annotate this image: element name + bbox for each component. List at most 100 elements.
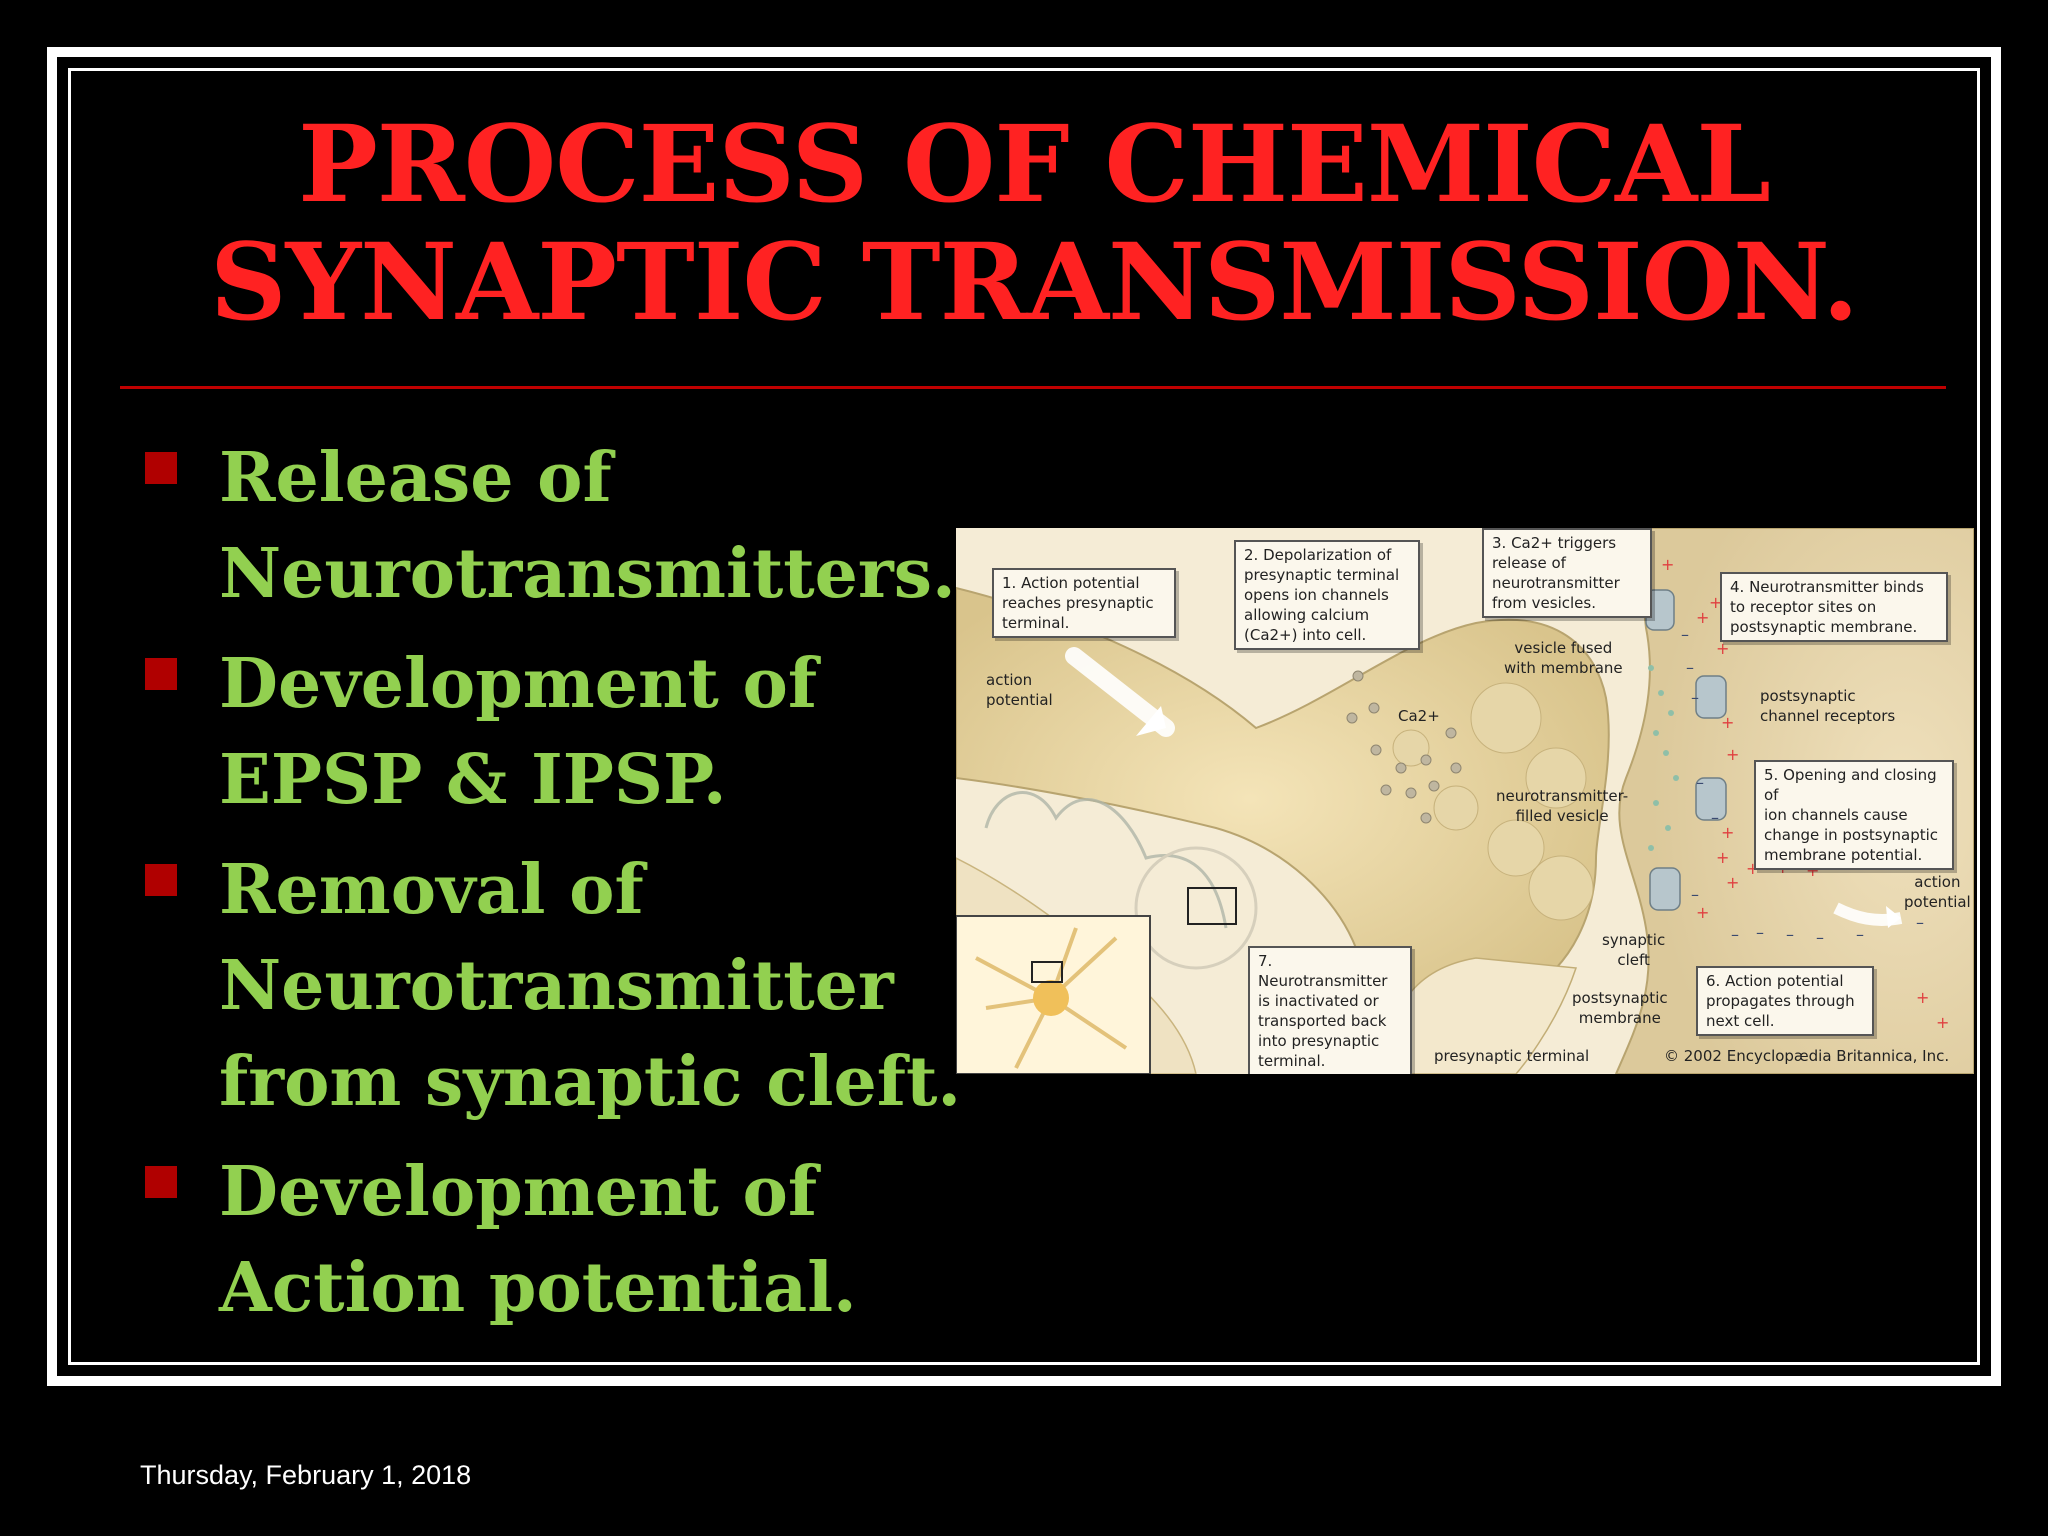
label-line: cleft xyxy=(1617,951,1650,969)
callout-line: presynaptic terminal xyxy=(1244,566,1400,584)
square-bullet-icon xyxy=(145,452,177,484)
svg-text:–: – xyxy=(1731,925,1739,944)
callout-line: terminal. xyxy=(1002,614,1070,632)
label-line: membrane xyxy=(1578,1009,1661,1027)
synapse-diagram: +++ +++ +++ +++ +++ ––– ––– ––– ––– 1. A… xyxy=(956,528,1974,1074)
bullet-text-line: Neurotransmitter xyxy=(219,946,894,1026)
bullet-item-action-potential: Development of Action potential. xyxy=(145,1144,965,1336)
svg-text:+: + xyxy=(1726,745,1739,764)
callout-line: into presynaptic xyxy=(1258,1032,1380,1050)
svg-text:–: – xyxy=(1786,925,1794,944)
label-action-potential-right: action potential xyxy=(1904,872,1971,912)
svg-text:–: – xyxy=(1816,928,1824,947)
label-synaptic-cleft: synaptic cleft xyxy=(1602,930,1665,970)
bullet-list: Release of Neurotransmitters. Developmen… xyxy=(145,430,965,1350)
callout-line: 1. Action potential xyxy=(1002,574,1140,592)
footer-date: Thursday, February 1, 2018 xyxy=(140,1460,472,1490)
callout-step-2: 2. Depolarization of presynaptic termina… xyxy=(1234,540,1420,650)
svg-text:+: + xyxy=(1721,823,1734,842)
bullet-text-line: Removal of xyxy=(219,850,644,930)
title-line-2: SYNAPTIC TRANSMISSION. xyxy=(209,219,1859,344)
callout-line: postsynaptic membrane. xyxy=(1730,618,1918,636)
svg-text:+: + xyxy=(1696,903,1709,922)
label-line: action xyxy=(1914,873,1961,891)
label-action-potential-left: action potential xyxy=(986,670,1053,710)
callout-line: opens ion channels xyxy=(1244,586,1389,604)
label-line: potential xyxy=(1904,893,1971,911)
callout-line: membrane potential. xyxy=(1764,846,1923,864)
label-line: action xyxy=(986,671,1033,689)
label-postsynaptic-receptors: postsynaptic channel receptors xyxy=(1760,686,1895,726)
svg-text:–: – xyxy=(1916,913,1924,932)
title-line-1: PROCESS OF CHEMICAL xyxy=(298,101,1771,226)
callout-line: (Ca2+) into cell. xyxy=(1244,626,1367,644)
callout-line: to receptor sites on xyxy=(1730,598,1877,616)
svg-text:+: + xyxy=(1716,639,1729,658)
svg-text:+: + xyxy=(1716,848,1729,867)
callout-line: transported back xyxy=(1258,1012,1387,1030)
label-line: neurotransmitter- xyxy=(1496,787,1629,805)
callout-line: 4. Neurotransmitter binds xyxy=(1730,578,1924,596)
bullet-item-release: Release of Neurotransmitters. xyxy=(145,430,965,622)
label-ca2: Ca2+ xyxy=(1398,707,1440,725)
callout-line: ion channels cause xyxy=(1764,806,1908,824)
callout-step-5: 5. Opening and closing of ion channels c… xyxy=(1754,760,1954,870)
bullet-text-line: Development of xyxy=(219,644,818,724)
label-presynaptic-terminal: presynaptic terminal xyxy=(1434,1047,1590,1065)
title-divider xyxy=(120,386,1946,389)
callout-line: reaches presynaptic xyxy=(1002,594,1154,612)
callout-line: propagates through xyxy=(1706,992,1855,1010)
callout-line: 6. Action potential xyxy=(1706,972,1844,990)
svg-text:–: – xyxy=(1756,923,1764,942)
slide-outer-border xyxy=(47,47,2001,1386)
callout-step-3: 3. Ca2+ triggers release of neurotransmi… xyxy=(1482,528,1652,618)
callout-step-7: 7. Neurotransmitter is inactivated or tr… xyxy=(1248,946,1412,1074)
label-line: channel receptors xyxy=(1760,707,1896,725)
svg-text:+: + xyxy=(1726,873,1739,892)
svg-text:+: + xyxy=(1661,555,1674,574)
callout-step-6: 6. Action potential propagates through n… xyxy=(1696,966,1874,1036)
callout-step-4: 4. Neurotransmitter binds to receptor si… xyxy=(1720,572,1948,642)
square-bullet-icon xyxy=(145,1166,177,1198)
copyright-text: © 2002 Encyclopædia Britannica, Inc. xyxy=(1664,1047,1950,1065)
label-line: synaptic xyxy=(1602,931,1666,949)
callout-line: is inactivated or xyxy=(1258,992,1379,1010)
svg-text:–: – xyxy=(1691,688,1699,707)
svg-text:+: + xyxy=(1916,988,1929,1007)
label-line: potential xyxy=(986,691,1053,709)
label-nt-filled-vesicle: neurotransmitter- filled vesicle xyxy=(1496,786,1628,826)
label-line: vesicle fused xyxy=(1514,639,1613,657)
callout-line: terminal. xyxy=(1258,1052,1326,1070)
svg-text:+: + xyxy=(1696,608,1709,627)
label-line: with membrane xyxy=(1504,659,1623,677)
bullet-text-line: Neurotransmitters. xyxy=(219,534,956,614)
square-bullet-icon xyxy=(145,864,177,896)
callout-line: next cell. xyxy=(1706,1012,1775,1030)
callout-line: 3. Ca2+ triggers xyxy=(1492,534,1617,552)
callout-line: 2. Depolarization of xyxy=(1244,546,1392,564)
svg-text:–: – xyxy=(1681,625,1689,644)
slide-title: PROCESS OF CHEMICAL SYNAPTIC TRANSMISSIO… xyxy=(130,105,1938,341)
label-vesicle-fused: vesicle fused with membrane xyxy=(1504,638,1623,678)
label-line: filled vesicle xyxy=(1515,807,1609,825)
callout-line: 5. Opening and closing of xyxy=(1764,766,1937,804)
bullet-text-line: Development of xyxy=(219,1152,818,1232)
bullet-text-line: Release of xyxy=(219,438,612,518)
bullet-item-epsp-ipsp: Development of EPSP & IPSP. xyxy=(145,636,965,828)
bullet-item-removal: Removal of Neurotransmitter from synapti… xyxy=(145,842,965,1130)
svg-text:+: + xyxy=(1709,593,1722,612)
callout-line: allowing calcium xyxy=(1244,606,1370,624)
callout-line: release of xyxy=(1492,554,1566,572)
svg-text:–: – xyxy=(1696,773,1704,792)
svg-text:+: + xyxy=(1721,713,1734,732)
label-line: postsynaptic xyxy=(1760,687,1856,705)
bullet-text-line: EPSP & IPSP. xyxy=(219,740,727,820)
svg-text:–: – xyxy=(1691,885,1699,904)
callout-line: 7. Neurotransmitter xyxy=(1258,952,1388,990)
label-line: postsynaptic xyxy=(1572,989,1668,1007)
svg-text:+: + xyxy=(1936,1013,1949,1032)
svg-text:–: – xyxy=(1686,658,1694,677)
callout-step-1: 1. Action potential reaches presynaptic … xyxy=(992,568,1176,638)
label-postsynaptic-membrane: postsynaptic membrane xyxy=(1572,988,1668,1028)
callout-line: from vesicles. xyxy=(1492,594,1596,612)
